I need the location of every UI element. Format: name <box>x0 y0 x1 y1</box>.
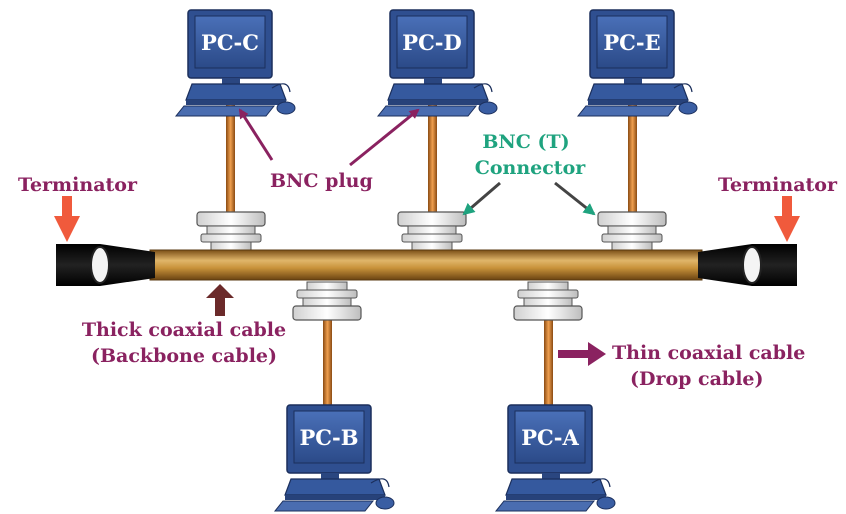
drop-cable-pc-d <box>428 100 437 216</box>
drop-cable-pc-a <box>544 318 553 410</box>
terminator-left-arrow <box>54 196 80 242</box>
drop-cable-pc-c <box>226 100 235 216</box>
pc-a: PC-A <box>495 404 616 512</box>
pc-e-label: PC-E <box>603 30 660 55</box>
pc-c: PC-C <box>175 9 296 117</box>
thick-cable-label-line1: Thick coaxial cable <box>82 319 286 341</box>
thick-cable-arrow <box>206 284 234 316</box>
thin-cable-label-line1: Thin coaxial cable <box>612 342 805 364</box>
thin-cable-label-line2: (Drop cable) <box>630 368 764 390</box>
bnc-plug-label: BNC plug <box>270 170 373 192</box>
pc-d: PC-D <box>377 9 498 117</box>
pc-b: PC-B <box>274 404 395 512</box>
terminator-right <box>698 244 797 286</box>
pc-b-label: PC-B <box>300 425 359 450</box>
terminator-left-label: Terminator <box>18 174 138 196</box>
bnc-t-arrow-right <box>554 181 596 216</box>
bnc-plug-arrow-pc-c <box>238 108 274 161</box>
bnc-t-arrow-left <box>462 181 501 216</box>
bnc-t-label-line1: BNC (T) <box>482 131 569 153</box>
bnc-t-connector-pc-d <box>397 211 467 251</box>
thick-cable-label-line2: (Backbone cable) <box>91 345 277 367</box>
pc-d-label: PC-D <box>402 30 461 55</box>
terminator-right-label: Terminator <box>718 174 838 196</box>
pc-e: PC-E <box>577 9 698 117</box>
thin-cable-arrow <box>558 342 606 366</box>
drop-cable-pc-b <box>323 318 332 410</box>
bnc-t-connector-pc-c <box>196 211 266 251</box>
bnc-t-connector-pc-a <box>513 281 583 321</box>
terminator-left <box>56 244 155 286</box>
backbone-cable <box>149 249 703 281</box>
pc-a-label: PC-A <box>521 425 579 450</box>
bnc-t-label-line2: Connector <box>475 157 587 179</box>
bnc-t-connector-pc-e <box>597 211 667 251</box>
bnc-plug-arrow-pc-d <box>349 108 420 167</box>
drop-cable-pc-e <box>628 100 637 216</box>
terminator-right-arrow <box>774 196 800 242</box>
bnc-t-connector-pc-b <box>292 281 362 321</box>
pc-c-label: PC-C <box>201 30 259 55</box>
